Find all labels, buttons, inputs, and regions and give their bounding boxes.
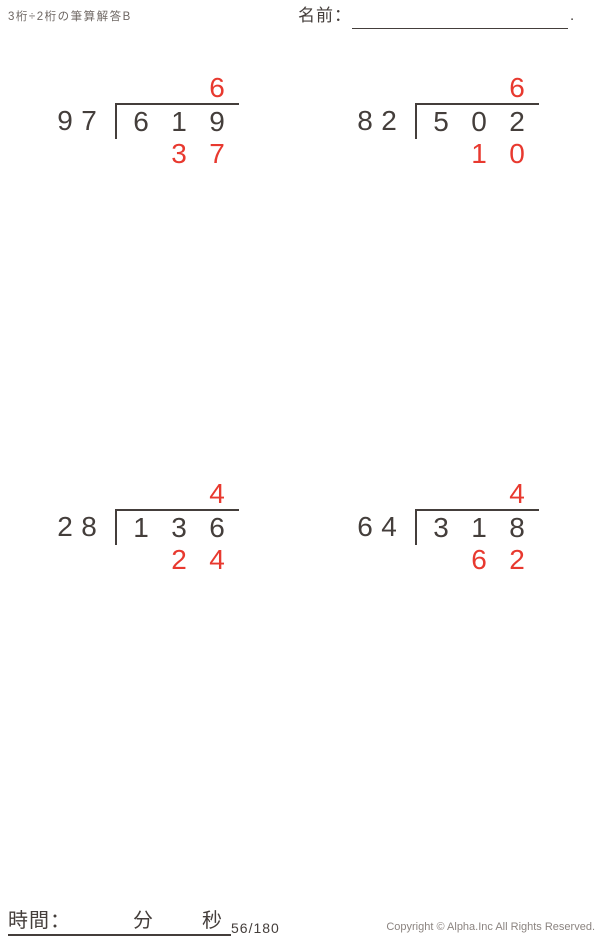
remainder-digit: 2 [509,544,525,575]
remainder-row: 6 2 [422,544,560,575]
division-problem-2: 6 8 2 5 0 2 1 0 [300,73,560,173]
quotient-digit: 6 [209,72,225,103]
time-field: 時間： 分 秒 [8,908,231,936]
divisor-digit: 2 [381,105,397,136]
digit-placeholder [422,139,460,166]
name-field: 名前： . [298,3,574,29]
quotient-row: 4 [422,479,560,509]
divisor-digit: 8 [81,511,97,542]
digit-placeholder [122,139,160,166]
quotient-row: 4 [122,479,260,509]
digit-placeholder [160,73,198,103]
remainder-row: 1 0 [422,138,560,169]
page-number: 56/180 [231,920,280,936]
dividend-digit: 8 [509,512,525,543]
quotient-digit: 6 [509,72,525,103]
digit-placeholder [460,479,498,509]
dividend-digit: 2 [509,106,525,137]
minutes-blank[interactable] [71,933,133,934]
dividend-digit: 1 [171,106,187,137]
divisor-digit: 7 [81,105,97,136]
seconds-label: 秒 [202,910,223,932]
name-label: 名前： [298,6,352,25]
remainder-digit: 6 [471,544,487,575]
minutes-label: 分 [133,910,154,932]
divisor-digit: 4 [381,511,397,542]
page-title: 3桁÷2桁の筆算解答B [8,11,132,23]
quotient-row: 6 [122,73,260,103]
dividend-digit: 6 [209,512,225,543]
digit-placeholder [122,479,160,509]
division-work-row: 6 4 3 1 8 [300,509,560,545]
remainder-row: 3 7 [122,138,260,169]
remainder-row: 2 4 [122,544,260,575]
digit-placeholder [460,73,498,103]
digit-placeholder [422,479,460,509]
digit-placeholder [122,545,160,572]
name-input-line[interactable] [352,4,568,29]
division-problem-1: 6 9 7 6 1 9 3 7 [0,73,260,173]
dividend-digit: 1 [471,512,487,543]
quotient-row: 6 [422,73,560,103]
divisor: 9 7 [53,103,101,139]
remainder-digit: 1 [471,138,487,169]
division-bracket: 3 1 8 [415,509,539,545]
remainder-digit: 4 [209,544,225,575]
divisor-digit: 8 [357,105,373,136]
dividend-digit: 0 [471,106,487,137]
division-work-row: 8 2 5 0 2 [300,103,560,139]
digit-placeholder [122,73,160,103]
copyright-notice: Copyright © Alpha.Inc All Rights Reserve… [386,921,595,933]
digit-placeholder [422,545,460,572]
name-period: . [570,7,575,24]
division-problem-4: 4 6 4 3 1 8 6 2 [300,479,560,579]
division-work-row: 2 8 1 3 6 [0,509,260,545]
divisor-digit: 6 [357,511,373,542]
remainder-digit: 3 [171,138,187,169]
divisor-digit: 9 [57,105,73,136]
time-label: 時間： [8,910,71,932]
division-bracket: 6 1 9 [115,103,239,139]
division-bracket: 1 3 6 [115,509,239,545]
remainder-digit: 7 [209,138,225,169]
seconds-blank[interactable] [154,933,202,934]
dividend-digit: 5 [433,106,449,137]
divisor: 6 4 [353,509,401,545]
division-bracket: 5 0 2 [415,103,539,139]
remainder-digit: 0 [509,138,525,169]
dividend-digit: 6 [133,106,149,137]
digit-placeholder [422,73,460,103]
dividend-digit: 1 [133,512,149,543]
remainder-digit: 2 [171,544,187,575]
divisor: 2 8 [53,509,101,545]
dividend-digit: 9 [209,106,225,137]
dividend-digit: 3 [433,512,449,543]
quotient-digit: 4 [509,478,525,509]
division-work-row: 9 7 6 1 9 [0,103,260,139]
quotient-digit: 4 [209,478,225,509]
division-problem-3: 4 2 8 1 3 6 2 4 [0,479,260,579]
digit-placeholder [160,479,198,509]
divisor-digit: 2 [57,511,73,542]
dividend-digit: 3 [171,512,187,543]
divisor: 8 2 [353,103,401,139]
